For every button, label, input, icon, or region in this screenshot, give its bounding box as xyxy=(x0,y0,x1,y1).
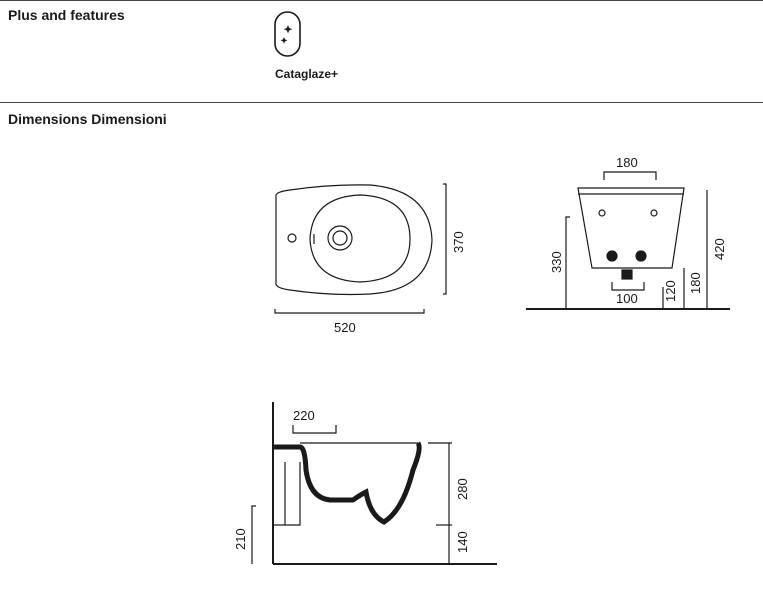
top-divider xyxy=(0,0,763,1)
front-total-height-label: 420 xyxy=(712,238,727,260)
side-floor-gap-label: 140 xyxy=(455,531,470,553)
top-width-label: 520 xyxy=(334,320,356,335)
features-heading: Plus and features xyxy=(8,7,125,23)
front-view-drawing xyxy=(526,171,730,310)
front-inlet-height-label: 180 xyxy=(688,272,703,294)
dimensions-heading: Dimensions Dimensioni xyxy=(8,111,167,127)
front-drain-height-label: 120 xyxy=(663,280,678,302)
side-body-height-label: 280 xyxy=(455,478,470,500)
front-top-width-label: 180 xyxy=(616,155,638,170)
side-projection-label: 220 xyxy=(293,408,315,423)
section-divider xyxy=(0,102,763,103)
side-wall-offset-label: 210 xyxy=(233,528,248,550)
front-fixing-height-label: 330 xyxy=(549,251,564,273)
sparkle-icon xyxy=(274,11,301,57)
front-drain-width-label: 100 xyxy=(616,291,638,306)
cataglaze-label: Cataglaze+ xyxy=(275,67,339,81)
top-depth-label: 370 xyxy=(451,231,466,253)
side-view-drawing xyxy=(251,402,497,565)
top-view-drawing xyxy=(274,183,447,314)
